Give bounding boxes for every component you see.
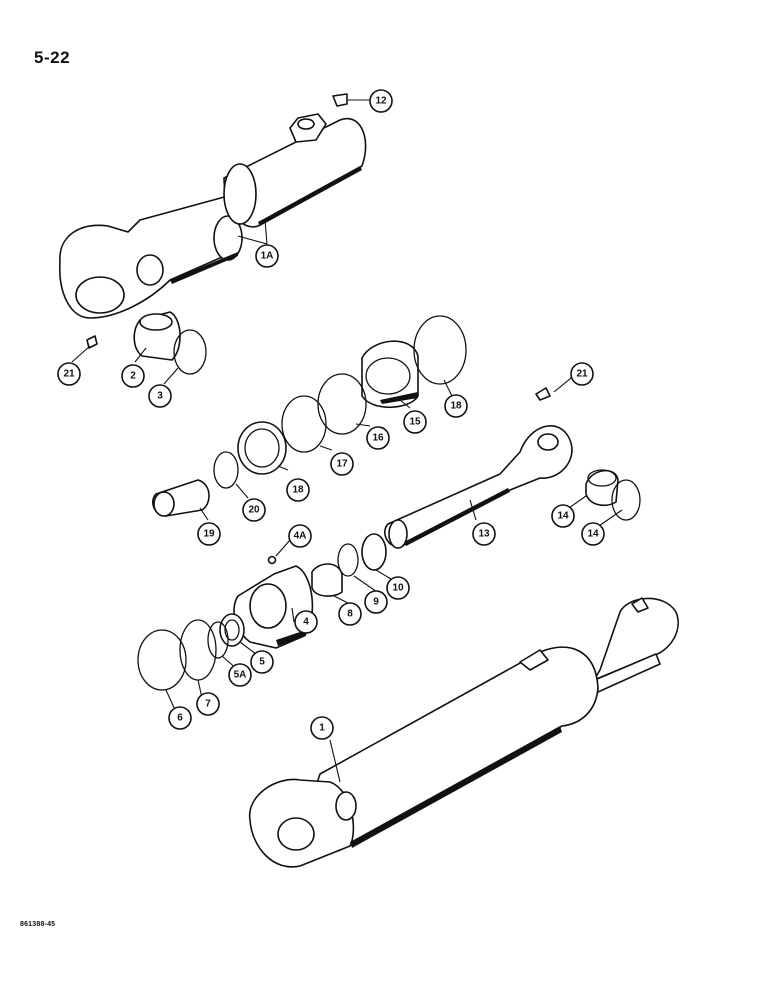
callout-1a-label: 1A: [261, 251, 274, 262]
callout-11-label: 12: [375, 96, 387, 107]
callout-21-lower: 21: [570, 362, 594, 386]
callout-15-label: 15: [409, 417, 421, 428]
figure-code: 861388-45: [20, 921, 56, 928]
callout-21-upper: 21: [57, 362, 81, 386]
callout-10: 10: [386, 576, 410, 600]
callout-4a-label: 4A: [294, 531, 307, 542]
callout-4-label: 4: [303, 617, 309, 628]
callout-21-lower-label: 21: [576, 369, 588, 380]
page-number: 5-22: [34, 48, 71, 67]
callout-6-label: 6: [177, 713, 183, 724]
callout-15: 15: [403, 410, 427, 434]
callout-8-label: 8: [347, 609, 353, 620]
callout-19: 19: [197, 522, 221, 546]
callout-18-upper: 18: [444, 394, 468, 418]
callout-3: 3: [148, 384, 172, 408]
callout-14-label: 14: [587, 529, 599, 540]
callout-5a-label: 5A: [234, 670, 247, 681]
callout-16: 16: [366, 426, 390, 450]
callout-5: 5: [250, 650, 274, 674]
callout-13-label: 14: [557, 511, 569, 522]
callout-8: 8: [338, 602, 362, 626]
callout-12: 13: [472, 522, 496, 546]
callout-1a: 1A: [255, 244, 279, 268]
callouts: 12 1A 21 2 3 18 15 16 17 18 21 20 19 13 …: [57, 89, 605, 740]
callout-19-label: 19: [203, 529, 215, 540]
callout-2: 2: [121, 364, 145, 388]
callout-18-upper-label: 18: [450, 401, 462, 412]
callout-11: 12: [369, 89, 393, 113]
cylinder-head: [233, 555, 314, 649]
callout-6: 6: [168, 706, 192, 730]
callout-5-label: 5: [259, 657, 265, 668]
bushing-and-ring: [133, 311, 207, 375]
breather-fitting: [332, 93, 348, 107]
callout-4a: 4A: [288, 524, 312, 548]
callout-21-upper-label: 21: [63, 369, 75, 380]
callout-20: 20: [242, 498, 266, 522]
callout-4: 4: [294, 610, 318, 634]
rod-bushing-and-ring: [585, 469, 641, 521]
assembled-cylinder: [248, 597, 679, 868]
grease-fitting-lower: [535, 387, 551, 401]
callout-18-lower: 18: [286, 478, 310, 502]
grease-fitting-upper: [86, 335, 98, 349]
callout-7-label: 7: [205, 699, 211, 710]
head-seal-set: [137, 533, 387, 691]
callout-1-label: 1: [319, 723, 325, 734]
callout-3-label: 3: [157, 391, 163, 402]
piston-seal-set: [237, 315, 467, 475]
piston-bolt-and-washer: [152, 451, 239, 517]
callout-13: 14: [551, 504, 575, 528]
callout-12-label: 13: [478, 529, 490, 540]
callout-1: 1: [310, 716, 334, 740]
callout-20-label: 20: [248, 505, 260, 516]
callout-14: 14: [581, 522, 605, 546]
callout-5a: 5A: [228, 663, 252, 687]
callout-16-label: 16: [372, 433, 384, 444]
piston-rod: [384, 424, 573, 549]
callout-17-label: 17: [336, 459, 348, 470]
callout-10-label: 10: [392, 583, 404, 594]
callout-17: 17: [330, 452, 354, 476]
callout-7: 7: [196, 692, 220, 716]
callout-9: 9: [364, 590, 388, 614]
callout-18-lower-label: 18: [292, 485, 304, 496]
barrel-tube: [59, 113, 367, 319]
callout-2-label: 2: [130, 371, 136, 382]
callout-9-label: 9: [373, 597, 379, 608]
